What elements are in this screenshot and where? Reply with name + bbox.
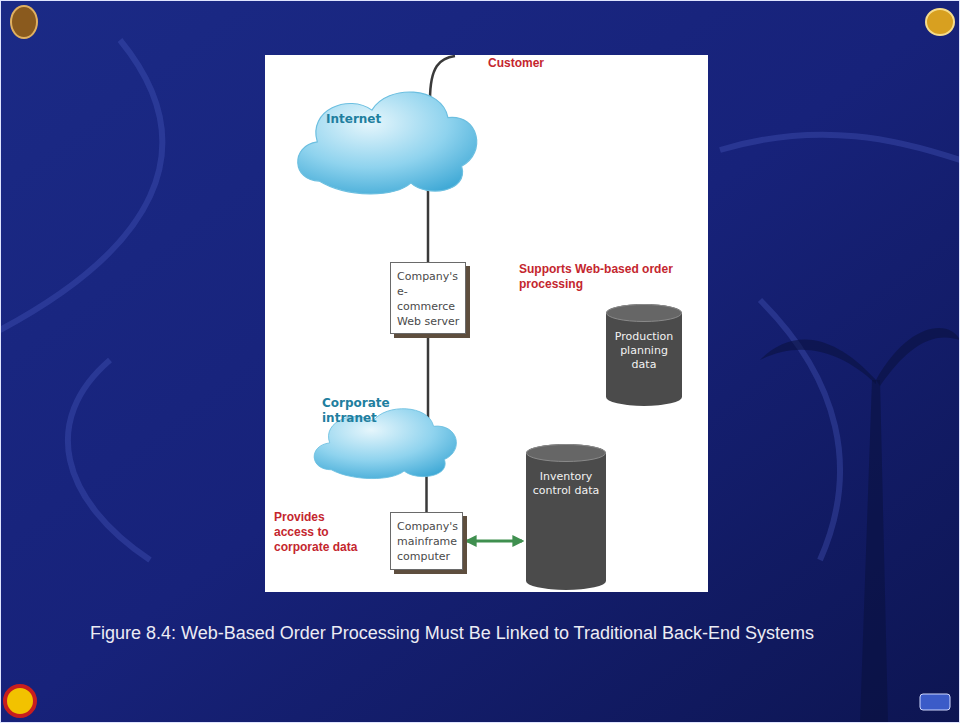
text-block: Inventory control data	[532, 470, 600, 498]
logo-emblem	[5, 686, 35, 716]
cylinder-outline	[526, 444, 606, 590]
cylinder-top	[607, 305, 682, 322]
network-cloud: Corporate intranet	[308, 394, 463, 480]
process-box: Company's e-commerce Web server	[390, 262, 466, 334]
connector-line	[467, 540, 522, 543]
text-block: Corporate intranet	[322, 396, 394, 426]
process-box: Company's mainframe computer	[390, 512, 463, 570]
cylinder-body	[526, 444, 606, 590]
cylinder-top	[527, 445, 606, 462]
network-cloud: Internet	[290, 84, 485, 196]
node-text: Corporate intranet	[322, 396, 394, 426]
text-block: Internet	[326, 112, 416, 127]
cloud-shape	[298, 92, 477, 194]
node-text: Company's e-commerce Web server	[397, 269, 461, 329]
text-block: Company's e-commerce Web server	[397, 269, 461, 329]
palm-silhouette	[760, 328, 960, 723]
logo-emblem	[926, 9, 954, 35]
cloud-outline	[290, 84, 485, 196]
text-block: Production planning data	[612, 330, 676, 372]
node-text: Internet	[326, 112, 416, 127]
node-text: Inventory control data	[532, 470, 600, 498]
text-block: Company's mainframe computer	[397, 519, 458, 564]
database-cylinder: Inventory control data	[526, 444, 606, 590]
customer-link	[430, 56, 455, 100]
cylinder-body	[606, 304, 682, 406]
figure-caption: Figure 8.4: Web-Based Order Processing M…	[90, 622, 820, 644]
node-text: Company's mainframe computer	[397, 519, 458, 564]
callout-note: Supports Web-based order processing	[519, 262, 679, 292]
logo-emblem	[11, 6, 37, 38]
node-text: Production planning data	[612, 330, 676, 372]
figure-panel	[265, 55, 708, 592]
database-cylinder: Production planning data	[606, 304, 682, 406]
callout-note: Provides access to corporate data	[274, 510, 364, 555]
logo-emblem	[920, 694, 950, 710]
callout-label: Customer	[488, 56, 578, 71]
